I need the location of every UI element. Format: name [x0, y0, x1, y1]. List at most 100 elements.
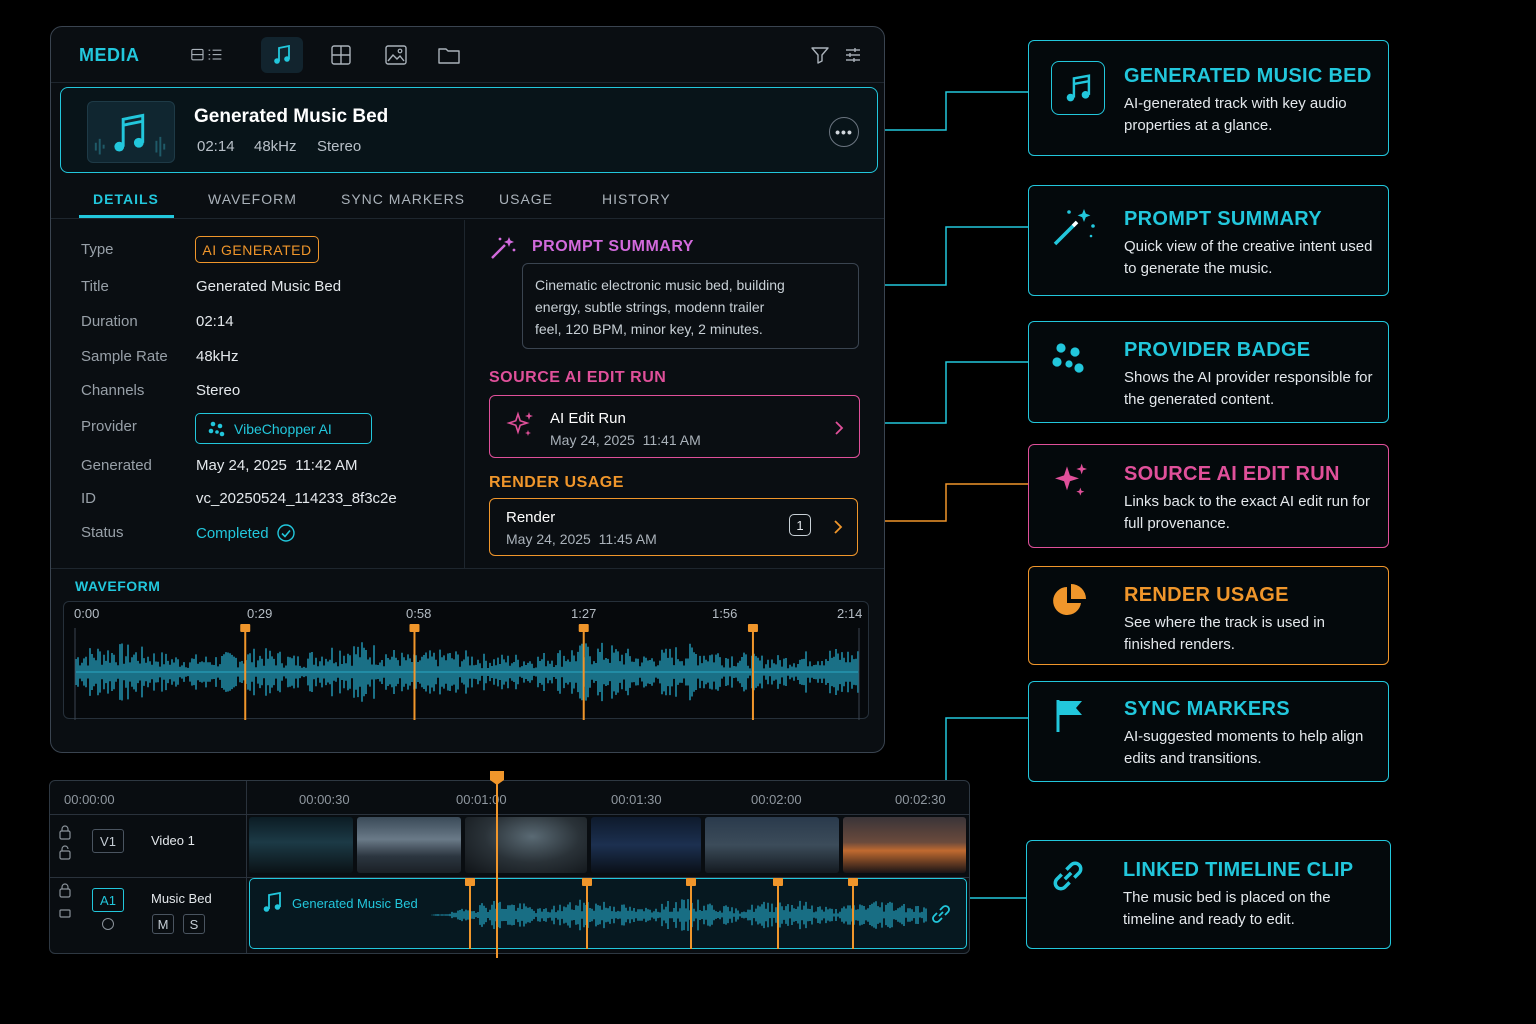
playhead-handle[interactable] [489, 770, 505, 786]
timeline-panel[interactable]: 00:00:00 00:00:30 00:01:00 00:01:30 00:0… [49, 780, 970, 954]
audio-tab-icon[interactable] [261, 37, 303, 73]
video-clip-thumbnail[interactable] [591, 817, 701, 873]
chevron-right-icon [835, 421, 844, 435]
panel-title: MEDIA [79, 45, 140, 65]
audio-track-name: Music Bed [151, 891, 212, 906]
callout-description: The music bed is placed on the timeline … [1123, 889, 1331, 928]
music-note-icon [263, 891, 281, 912]
callout-description: Links back to the exact AI edit run for … [1124, 493, 1370, 532]
duration-value: 02:14 [196, 313, 234, 330]
callout-generated-music-bed: GENERATED MUSIC BED AI-generated track w… [1028, 40, 1389, 156]
type-label: Type [81, 241, 114, 258]
source-ai-edit-run-card[interactable]: AI Edit Run May 24, 2025 11:41 AM [489, 395, 860, 458]
channels-value: Stereo [196, 382, 241, 399]
playhead-line[interactable] [496, 776, 498, 958]
channels-label: Channels [81, 382, 145, 399]
record-arm-icon[interactable] [102, 918, 114, 930]
video-clip-thumbnail[interactable] [465, 817, 587, 873]
image-icon[interactable] [380, 39, 412, 71]
callout-prompt-summary: PROMPT SUMMARY Quick view of the creativ… [1028, 185, 1389, 296]
audio-track-id[interactable]: A1 [92, 888, 124, 912]
callout-render-usage: RENDER USAGE See where the track is used… [1028, 566, 1389, 665]
music-note-icon [1051, 61, 1105, 115]
asset-header-card[interactable]: Generated Music Bed 02:14 48kHz Stereo •… [60, 87, 878, 173]
filter-icon[interactable] [804, 39, 836, 71]
callout-title: PROMPT SUMMARY [1124, 208, 1322, 230]
callout-description: AI-suggested moments to help align edits… [1124, 728, 1364, 767]
asset-sample-rate: 48kHz [254, 138, 297, 155]
status-label: Status [81, 524, 124, 541]
status-value: Completed [196, 524, 295, 542]
source-run-heading: SOURCE AI EDIT RUN [489, 369, 667, 386]
callout-description: Quick view of the creative intent used t… [1124, 238, 1373, 277]
tab-details[interactable]: DETAILS [93, 191, 159, 207]
prompt-summary-heading: PROMPT SUMMARY [532, 238, 694, 255]
render-count-badge: 1 [789, 514, 811, 536]
waveform-time-label: 2:14 [837, 606, 863, 621]
sync-marker-handle [240, 624, 251, 632]
waveform-heading: WAVEFORM [75, 578, 161, 594]
waveform-view[interactable]: 0:00 0:29 0:58 1:27 1:56 2:14 [63, 601, 869, 720]
sort-settings-icon[interactable] [837, 39, 869, 71]
lock-icon[interactable] [58, 883, 72, 919]
sample-rate-label: Sample Rate [81, 348, 168, 365]
sample-rate-value: 48kHz [196, 348, 239, 365]
title-value: Generated Music Bed [196, 278, 342, 295]
column-divider [464, 220, 465, 568]
tab-sync-markers[interactable]: SYNC MARKERS [341, 191, 466, 207]
ruler-timecode: 00:01:00 [456, 792, 507, 807]
video-clip-thumbnail[interactable] [843, 817, 966, 873]
link-icon [1053, 861, 1083, 891]
prompt-line: feel, 120 BPM, minor key, 2 minutes. [535, 321, 763, 337]
tab-history[interactable]: HISTORY [602, 191, 671, 207]
link-icon[interactable] [929, 902, 953, 926]
generated-value: May 24, 2025 11:42 AM [196, 457, 358, 474]
timeline-marker-handle [773, 878, 783, 886]
video-clip-thumbnail[interactable] [357, 817, 461, 873]
linked-music-clip[interactable]: Generated Music Bed [249, 878, 967, 949]
render-usage-heading: RENDER USAGE [489, 474, 624, 491]
waveform-time-label: 1:27 [571, 606, 597, 621]
lock-icon[interactable] [58, 825, 72, 861]
callout-title: GENERATED MUSIC BED [1124, 65, 1372, 87]
sparkles-icon [506, 411, 533, 436]
prompt-line: Cinematic electronic music bed, building [535, 277, 785, 293]
tab-usage[interactable]: USAGE [499, 191, 554, 207]
clip-waveform [431, 899, 927, 931]
ruler-timecode: 00:00:30 [299, 792, 350, 807]
status-text: Completed [196, 524, 269, 542]
track-divider [50, 877, 969, 878]
ruler-timecode: 00:02:30 [895, 792, 946, 807]
video-track-name: Video 1 [151, 833, 195, 848]
list-view-icon[interactable] [191, 39, 223, 71]
source-run-timestamp: May 24, 2025 11:41 AM [550, 432, 701, 448]
mute-button[interactable]: M [152, 914, 174, 934]
flag-icon [1056, 700, 1082, 732]
video-track-id[interactable]: V1 [92, 829, 124, 853]
grid-icon[interactable] [325, 39, 357, 71]
render-usage-card[interactable]: Render May 24, 2025 11:45 AM 1 [489, 498, 858, 556]
solo-button[interactable]: S [183, 914, 205, 934]
source-run-title: AI Edit Run [550, 410, 626, 427]
asset-thumbnail [87, 101, 175, 163]
timecode-start: 00:00:00 [64, 792, 115, 807]
check-circle-icon [276, 524, 295, 542]
ai-generated-badge: AI GENERATED [195, 236, 319, 263]
callout-title: SOURCE AI EDIT RUN [1124, 463, 1340, 485]
callout-title: SYNC MARKERS [1124, 698, 1290, 720]
provider-dots-icon [1052, 343, 1084, 373]
music-note-icon [94, 113, 166, 157]
folder-icon[interactable] [433, 39, 465, 71]
callout-description: Shows the AI provider responsible for th… [1124, 369, 1373, 408]
inspector-tabs: DETAILS WAVEFORM SYNC MARKERS USAGE HIST… [51, 177, 884, 219]
callout-source-ai-edit-run: SOURCE AI EDIT RUN Links back to the exa… [1028, 444, 1389, 548]
tab-waveform[interactable]: WAVEFORM [208, 191, 297, 207]
provider-dots-icon [208, 421, 225, 436]
provider-badge[interactable]: VibeChopper AI [195, 413, 372, 444]
video-clip-thumbnail[interactable] [705, 817, 839, 873]
more-options-button[interactable]: ••• [829, 117, 859, 147]
provider-label: Provider [81, 418, 137, 435]
callout-title: RENDER USAGE [1124, 584, 1289, 606]
video-clip-thumbnail[interactable] [249, 817, 353, 873]
waveform-time-label: 1:56 [712, 606, 738, 621]
